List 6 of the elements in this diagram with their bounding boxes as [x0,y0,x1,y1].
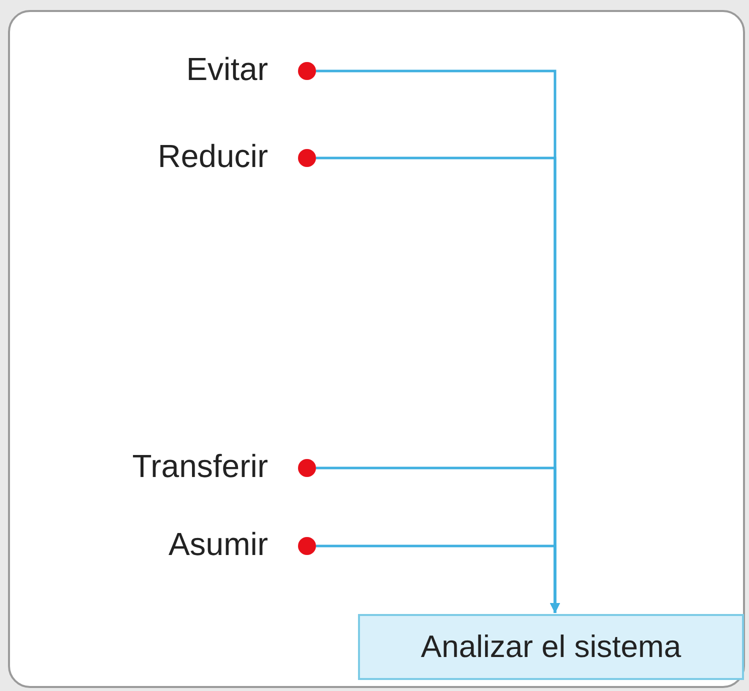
process-box: Analizar el sistema [358,614,744,680]
option-label: Asumir [168,525,268,564]
connector-arrow [316,544,560,613]
option-label: Reducir [158,137,268,176]
option-label: Evitar [186,50,268,89]
option-label: Transferir [132,447,268,486]
